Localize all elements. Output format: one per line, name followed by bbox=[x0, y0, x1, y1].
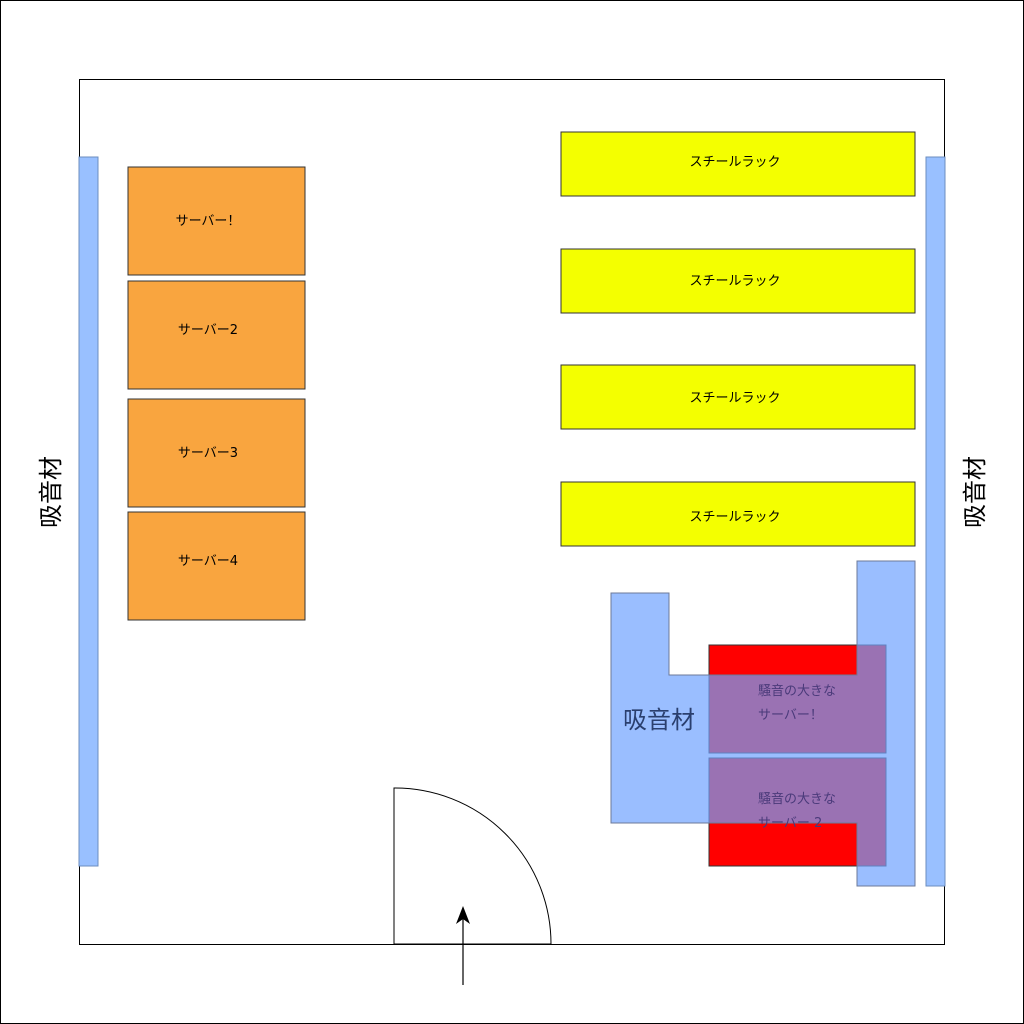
door-swing bbox=[393, 787, 552, 945]
noisy-server-2-line2: サーバー 2 bbox=[758, 816, 822, 831]
noisy-server-2-line1: 騒音の大きな bbox=[758, 791, 836, 807]
steel-rack-4: スチールラック bbox=[560, 481, 916, 547]
rack-label: スチールラック bbox=[689, 510, 780, 525]
rack-label: スチールラック bbox=[689, 155, 780, 170]
server-3: サーバー3 bbox=[127, 398, 306, 508]
absorber-right-label: 吸音材 bbox=[961, 456, 989, 528]
absorber-right bbox=[925, 156, 946, 887]
server-4: サーバー4 bbox=[127, 511, 306, 621]
server-label: サーバー4 bbox=[178, 554, 238, 569]
absorber-u-shape bbox=[610, 560, 916, 887]
server-2: サーバー2 bbox=[127, 280, 306, 390]
absorber-left bbox=[78, 156, 99, 867]
noisy-server-1-line1: 騒音の大きな bbox=[758, 683, 836, 699]
server-label: サーバー！ bbox=[176, 214, 241, 229]
entrance-arrow-icon bbox=[456, 906, 470, 985]
server-label: サーバー2 bbox=[178, 323, 238, 338]
rack-label: スチールラック bbox=[689, 274, 780, 289]
rack-label: スチールラック bbox=[689, 391, 780, 406]
absorber-center-label: 吸音材 bbox=[623, 706, 695, 734]
absorber-left-label: 吸音材 bbox=[37, 456, 65, 528]
server-1: サーバー！ bbox=[127, 166, 306, 276]
steel-rack-1: スチールラック bbox=[560, 131, 916, 197]
steel-rack-2: スチールラック bbox=[560, 248, 916, 314]
noisy-server-1-line2: サーバー！ bbox=[758, 708, 823, 723]
steel-rack-3: スチールラック bbox=[560, 364, 916, 430]
server-label: サーバー3 bbox=[178, 446, 238, 461]
